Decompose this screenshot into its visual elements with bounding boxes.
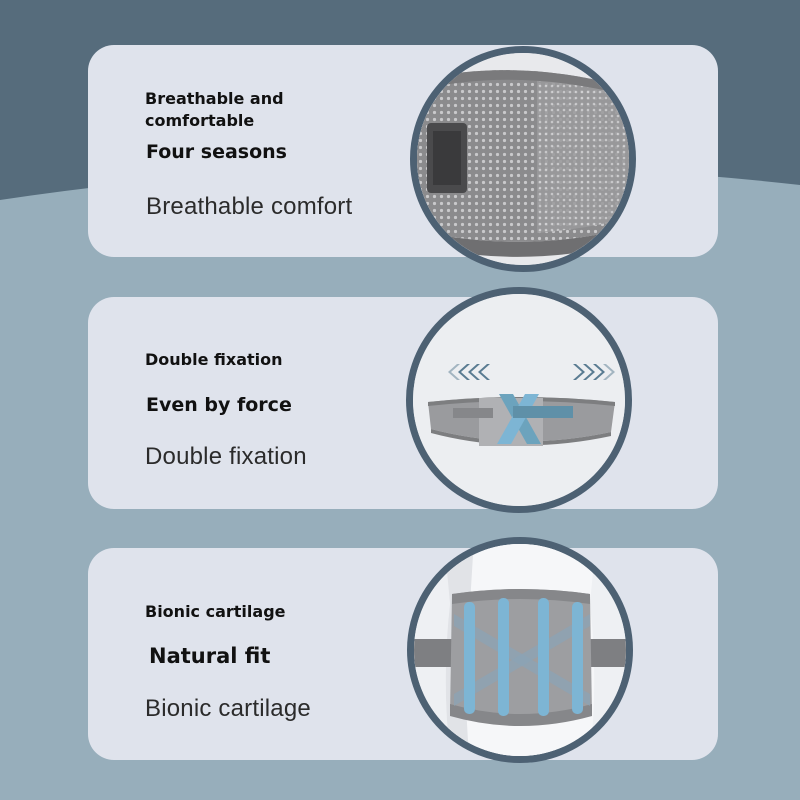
belt-on-mannequin-icon <box>407 537 633 763</box>
feature-title: Bionic cartilage <box>145 602 286 621</box>
feature-subtitle: Natural fit <box>149 644 271 668</box>
waist-belt-stretch-icon <box>406 287 632 513</box>
feature-subtitle: Four seasons <box>146 141 287 163</box>
feature-title: Double fixation <box>145 350 283 369</box>
feature-title: Breathable and comfortable <box>145 89 284 130</box>
feature-caption: Breathable comfort <box>146 193 353 220</box>
feature-caption: Double fixation <box>145 443 307 470</box>
mesh-fabric-closeup-icon <box>410 46 636 272</box>
feature-caption: Bionic cartilage <box>145 695 311 722</box>
feature-subtitle: Even by force <box>146 394 292 416</box>
